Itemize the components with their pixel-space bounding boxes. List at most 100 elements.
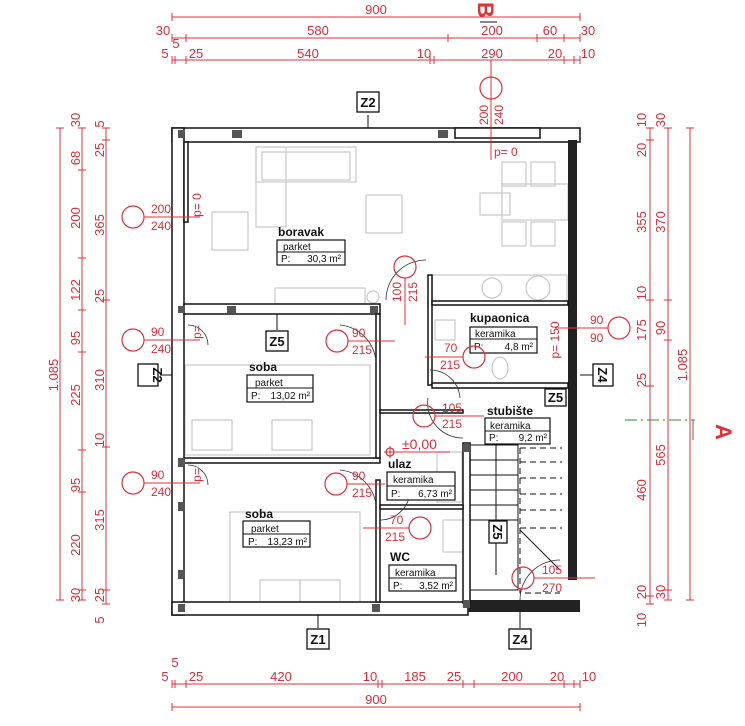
left-dimensions: 1.085 30 68 200 122 95 225 95 220 30 5 2…: [46, 113, 110, 624]
axis-label-z1: Z1: [310, 632, 325, 647]
opening-width: 200: [151, 202, 171, 216]
room-floor: parket: [251, 524, 279, 535]
dim-label: 10: [634, 113, 649, 127]
dim-label: 30: [156, 23, 170, 38]
opening-sill: p= 150: [548, 321, 562, 358]
dim-label: 122: [68, 279, 83, 301]
opening-height: 240: [151, 485, 171, 499]
dim-label: 10: [363, 669, 377, 684]
dim-label: 1.085: [675, 349, 690, 382]
dim-label: 900: [365, 2, 387, 17]
dim-label: 95: [68, 478, 83, 492]
room-floor: parket: [283, 242, 311, 253]
room-floor: keramika: [395, 568, 436, 579]
opening-height: 215: [352, 486, 372, 500]
dim-label: 30: [68, 588, 83, 602]
opening-sill: p= 0: [190, 193, 204, 217]
opening-height: 240: [492, 105, 506, 125]
dim-label: 540: [297, 46, 319, 61]
room-area: 9,2 m²: [519, 433, 548, 444]
room-name: boravak: [278, 225, 324, 239]
opening-width: 105: [442, 401, 462, 415]
opening-width: 70: [444, 341, 458, 355]
dim-label: 25: [92, 289, 107, 303]
opening-width: 90: [151, 325, 165, 339]
dim-label: 25: [447, 669, 461, 684]
level-value: ±0,00: [402, 436, 437, 452]
dim-label: 220: [68, 534, 83, 556]
dim-label: 95: [68, 331, 83, 345]
opening-height: 270: [542, 581, 562, 595]
room-floor: keramika: [393, 475, 434, 486]
dim-label: 5: [92, 616, 107, 623]
opening-width: 70: [390, 513, 404, 527]
room-area-label: P:: [251, 391, 260, 402]
dim-label: 175: [634, 319, 649, 341]
axis-label-z5-stairs: Z5: [548, 390, 563, 405]
dim-label: 310: [92, 369, 107, 391]
dim-label: 10: [417, 46, 431, 61]
axis-labels: Z2 Z2 Z5 Z4 Z1 Z4 Z5 Z5: [137, 91, 614, 650]
room-area: 3,52 m²: [419, 581, 454, 592]
room-floor: parket: [255, 378, 283, 389]
dim-label: 30: [653, 113, 668, 127]
opening-height: 215: [442, 417, 462, 431]
dim-label: 315: [92, 509, 107, 531]
opening-sill: p=: [190, 468, 204, 482]
dim-label: 68: [68, 151, 83, 165]
opening-width: 90: [590, 313, 604, 327]
room-area-label: P:: [281, 254, 290, 265]
bottom-dimensions: 5 5 25 420 10 185 25 200 20 10 900: [161, 655, 596, 711]
dim-label: 185: [404, 669, 426, 684]
opening-width: 100: [390, 282, 404, 302]
opening-width: 200: [477, 105, 491, 125]
opening-sill: p=: [190, 325, 204, 339]
dim-label: 5: [92, 120, 107, 127]
dim-label: 20: [634, 143, 649, 157]
dim-label: 60: [543, 23, 557, 38]
dim-label: 25: [189, 46, 203, 61]
dim-label: 225: [68, 384, 83, 406]
dim-label: 5: [171, 655, 178, 670]
room-area: 30,3 m²: [307, 254, 342, 265]
opening-height: 240: [151, 219, 171, 233]
dim-label: 355: [634, 211, 649, 233]
dim-label: 365: [92, 214, 107, 236]
room-area: 6,73 m²: [418, 489, 453, 500]
axis-label-z4-right: Z4: [595, 367, 610, 383]
dim-label: 25: [92, 143, 107, 157]
dim-label: 30: [68, 113, 83, 127]
dim-label: 30: [581, 23, 595, 38]
dim-label: 900: [365, 692, 387, 707]
top-dimensions: 900 30 580 200 60 30 5 5 25 540 10 290 2…: [156, 2, 595, 64]
dim-label: 460: [634, 479, 649, 501]
opening-height: 215: [440, 358, 460, 372]
room-area: 4,8 m²: [505, 342, 534, 353]
section-mark-b: B: [473, 2, 498, 18]
door-swings: [187, 259, 561, 601]
walls: [171, 127, 581, 616]
dim-label: 10: [634, 613, 649, 627]
room-name: WC: [390, 550, 410, 564]
opening-height: 240: [151, 342, 171, 356]
dim-label: 20: [634, 585, 649, 599]
opening-width: 90: [352, 469, 366, 483]
room-area-label: P:: [489, 433, 498, 444]
axis-label-z2-left: Z2: [150, 367, 165, 382]
room-area: 13,02 m²: [271, 391, 311, 402]
dim-label: 200: [481, 23, 503, 38]
room-name: ulaz: [388, 457, 411, 471]
dim-label: 5: [172, 36, 179, 51]
room-area-label: P:: [393, 581, 402, 592]
axis-label-z2-top: Z2: [360, 95, 375, 110]
opening-width: 90: [352, 326, 366, 340]
dim-label: 10: [582, 669, 596, 684]
